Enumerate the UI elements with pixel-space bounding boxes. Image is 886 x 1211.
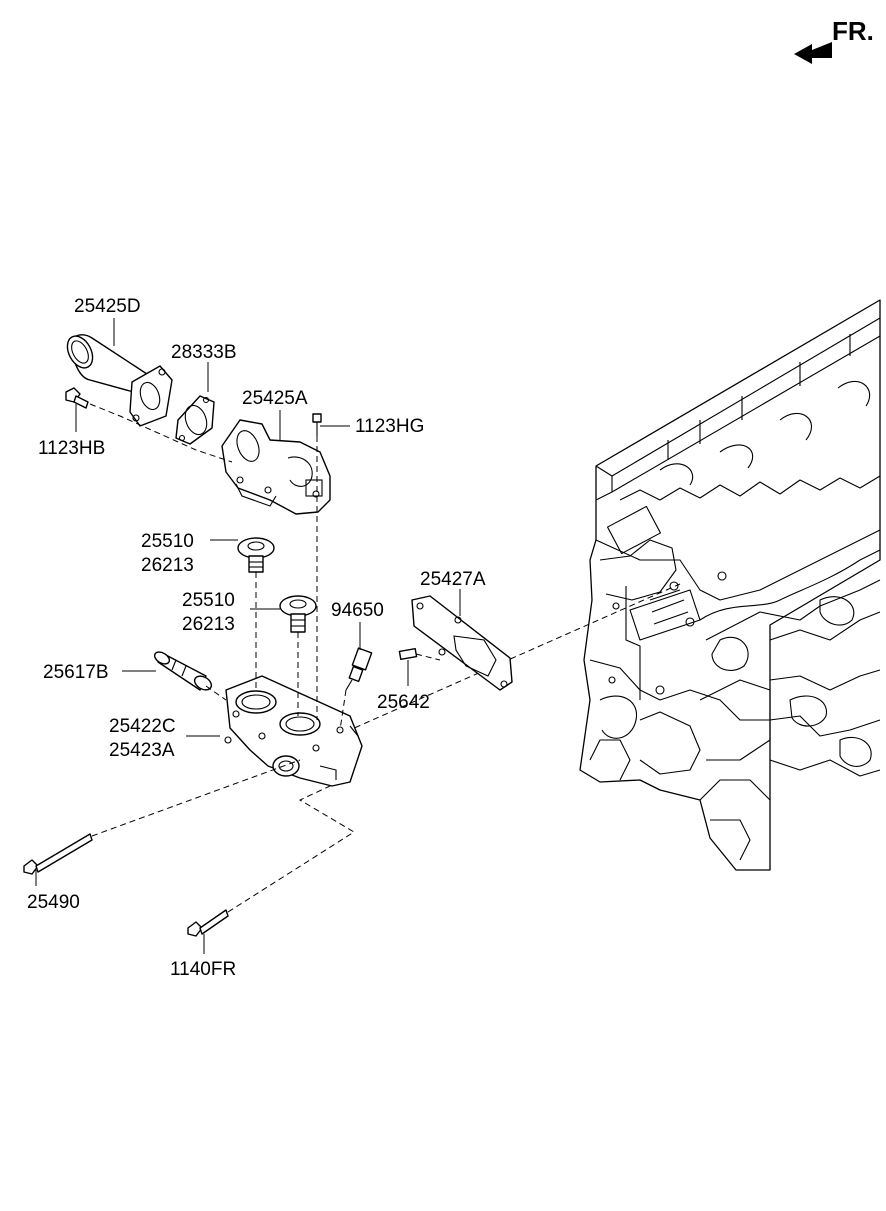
bolt-1123hg bbox=[312, 413, 322, 436]
assembly-dashed-lines bbox=[89, 403, 441, 913]
water-outlet-fitting-25425a bbox=[221, 419, 331, 515]
water-pipe-25425d bbox=[66, 334, 173, 427]
bolt-1123hb bbox=[65, 387, 89, 409]
bolt-1140fr bbox=[187, 909, 229, 937]
label-1123hg: 1123HG bbox=[355, 416, 424, 437]
engine-block bbox=[579, 299, 881, 871]
label-1140fr: 1140FR bbox=[170, 959, 236, 980]
label-26213-upper: 26213 bbox=[141, 555, 194, 576]
front-direction-label: FR. bbox=[832, 16, 874, 46]
plate-gasket-25427a bbox=[411, 595, 513, 691]
label-25423a: 25423A bbox=[109, 740, 175, 761]
thermostat-25510-lower bbox=[279, 595, 317, 633]
front-direction-arrow-icon bbox=[794, 42, 832, 64]
label-25510-lower: 25510 bbox=[182, 590, 235, 611]
dowel-pin-25642 bbox=[398, 647, 418, 661]
label-25427a: 25427A bbox=[420, 569, 486, 590]
temperature-sensor-94650 bbox=[345, 647, 373, 691]
label-94650: 94650 bbox=[331, 600, 384, 621]
label-1123hb: 1123HB bbox=[38, 438, 105, 459]
label-25425d: 25425D bbox=[74, 296, 141, 317]
label-25617b: 25617B bbox=[43, 662, 109, 683]
label-25490: 25490 bbox=[27, 892, 80, 913]
label-26213-lower: 26213 bbox=[182, 614, 235, 635]
bypass-hose-25617b bbox=[153, 651, 213, 691]
label-25425a: 25425A bbox=[242, 388, 308, 409]
gasket-28333b bbox=[175, 395, 215, 445]
leader-lines bbox=[35, 318, 461, 954]
thermostat-25510-upper bbox=[237, 537, 275, 573]
long-bolt-25490 bbox=[23, 833, 93, 875]
label-28333b: 28333B bbox=[171, 342, 237, 363]
label-25642: 25642 bbox=[377, 692, 430, 713]
label-25510-upper: 25510 bbox=[141, 531, 194, 552]
thermostat-housing-25422c bbox=[224, 675, 363, 787]
label-25422c: 25422C bbox=[109, 716, 176, 737]
